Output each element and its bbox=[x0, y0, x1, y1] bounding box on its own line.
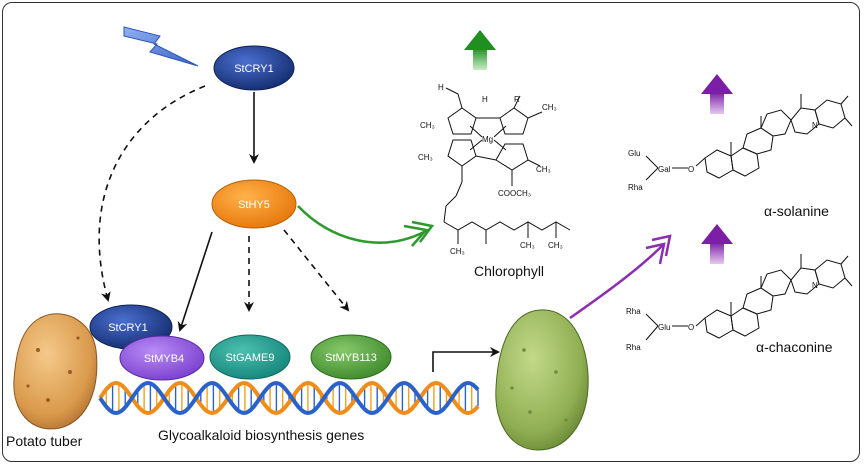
chlorophyll-label: Chlorophyll bbox=[474, 263, 544, 279]
arrow-hy5-to-myb113 bbox=[283, 229, 350, 312]
solanine-increase-arrow bbox=[701, 74, 733, 114]
stcry1-top-label: StCRY1 bbox=[234, 63, 274, 75]
solanine-rha: Rha bbox=[628, 183, 643, 192]
arrowhead-green bbox=[403, 220, 435, 247]
arrow-potato-to-glycoalkaloids bbox=[569, 243, 665, 320]
chaconine-rha-2: Rha bbox=[626, 343, 641, 352]
light-bolt-icon bbox=[123, 26, 199, 67]
arrow-hy5-to-myb4 bbox=[177, 231, 213, 332]
chem-mg: Mg bbox=[482, 135, 493, 144]
solanine-n: N bbox=[812, 121, 818, 130]
solanine-gal: Gal bbox=[658, 165, 671, 174]
dna-helix bbox=[98, 380, 480, 416]
chaconine-label: α-chaconine bbox=[756, 339, 833, 355]
solanine-labels: Glu Gal Rha O N bbox=[628, 121, 818, 192]
chlorophyll-structure bbox=[443, 87, 571, 244]
stgame9-node: StGAME9 bbox=[209, 334, 291, 380]
green-potato-image bbox=[495, 309, 589, 451]
chaconine-o: O bbox=[688, 323, 694, 332]
stcry1-bottom-label: StCRY1 bbox=[108, 322, 148, 334]
chem-ch3-2: CH₃ bbox=[420, 121, 435, 130]
chem-ch3-4: CH₃ bbox=[536, 165, 551, 174]
chem-ch3-6: CH₃ bbox=[520, 241, 535, 250]
chem-ch3-1: CH₃ bbox=[542, 103, 557, 112]
solanine-o: O bbox=[688, 165, 694, 174]
chem-h-top: H bbox=[482, 95, 488, 104]
sthy5-node: StHY5 bbox=[211, 179, 297, 229]
arrowhead-purple bbox=[645, 234, 672, 265]
stmyb4-node: StMYB4 bbox=[119, 335, 205, 381]
arrow-genes-to-green-potato bbox=[432, 347, 500, 372]
chaconine-n: N bbox=[812, 281, 818, 290]
chem-ch3-5: CH₃ bbox=[450, 247, 465, 256]
stmyb113-node: StMYB113 bbox=[310, 334, 392, 380]
solanine-label: α-solanine bbox=[764, 203, 829, 219]
dna-strand bbox=[98, 380, 480, 416]
stmyb4-label: StMYB4 bbox=[144, 353, 184, 365]
stgame9-label: StGAME9 bbox=[226, 352, 275, 364]
chem-ch3-7: CH₃ bbox=[548, 241, 563, 250]
genes-label: Glycoalkaloid biosynthesis genes bbox=[158, 427, 364, 443]
chaconine-glu: Glu bbox=[658, 323, 670, 332]
chaconine-labels: Rha Glu Rha O N bbox=[626, 281, 818, 352]
stcry1-top-node: StCRY1 bbox=[213, 45, 295, 91]
solanine-glu: Glu bbox=[628, 149, 640, 158]
solanine-structure bbox=[645, 94, 853, 181]
potato-tuber-image bbox=[13, 313, 98, 430]
chem-r: R bbox=[514, 95, 520, 104]
chem-ch3-3: CH₃ bbox=[418, 153, 433, 162]
sthy5-label: StHY5 bbox=[238, 199, 270, 211]
chaconine-structure bbox=[645, 254, 853, 341]
arrow-cry1-to-complex bbox=[98, 85, 206, 302]
chlorophyll-increase-arrow bbox=[464, 30, 496, 70]
chem-h-vinyl: H bbox=[438, 83, 444, 92]
chaconine-increase-arrow bbox=[701, 224, 733, 264]
chlorophyll-atom-labels: Mg R H H CH₃ CH₃ CH₃ CH₃ COOCH₃ CH₃ CH₃ … bbox=[418, 83, 563, 256]
stmyb113-label: StMYB113 bbox=[325, 352, 377, 364]
chaconine-rha-1: Rha bbox=[626, 307, 641, 316]
potato-tuber-label: Potato tuber bbox=[6, 433, 83, 449]
chem-cooch3: COOCH₃ bbox=[498, 189, 531, 198]
arrow-hy5-to-chlorophyll bbox=[297, 205, 425, 244]
